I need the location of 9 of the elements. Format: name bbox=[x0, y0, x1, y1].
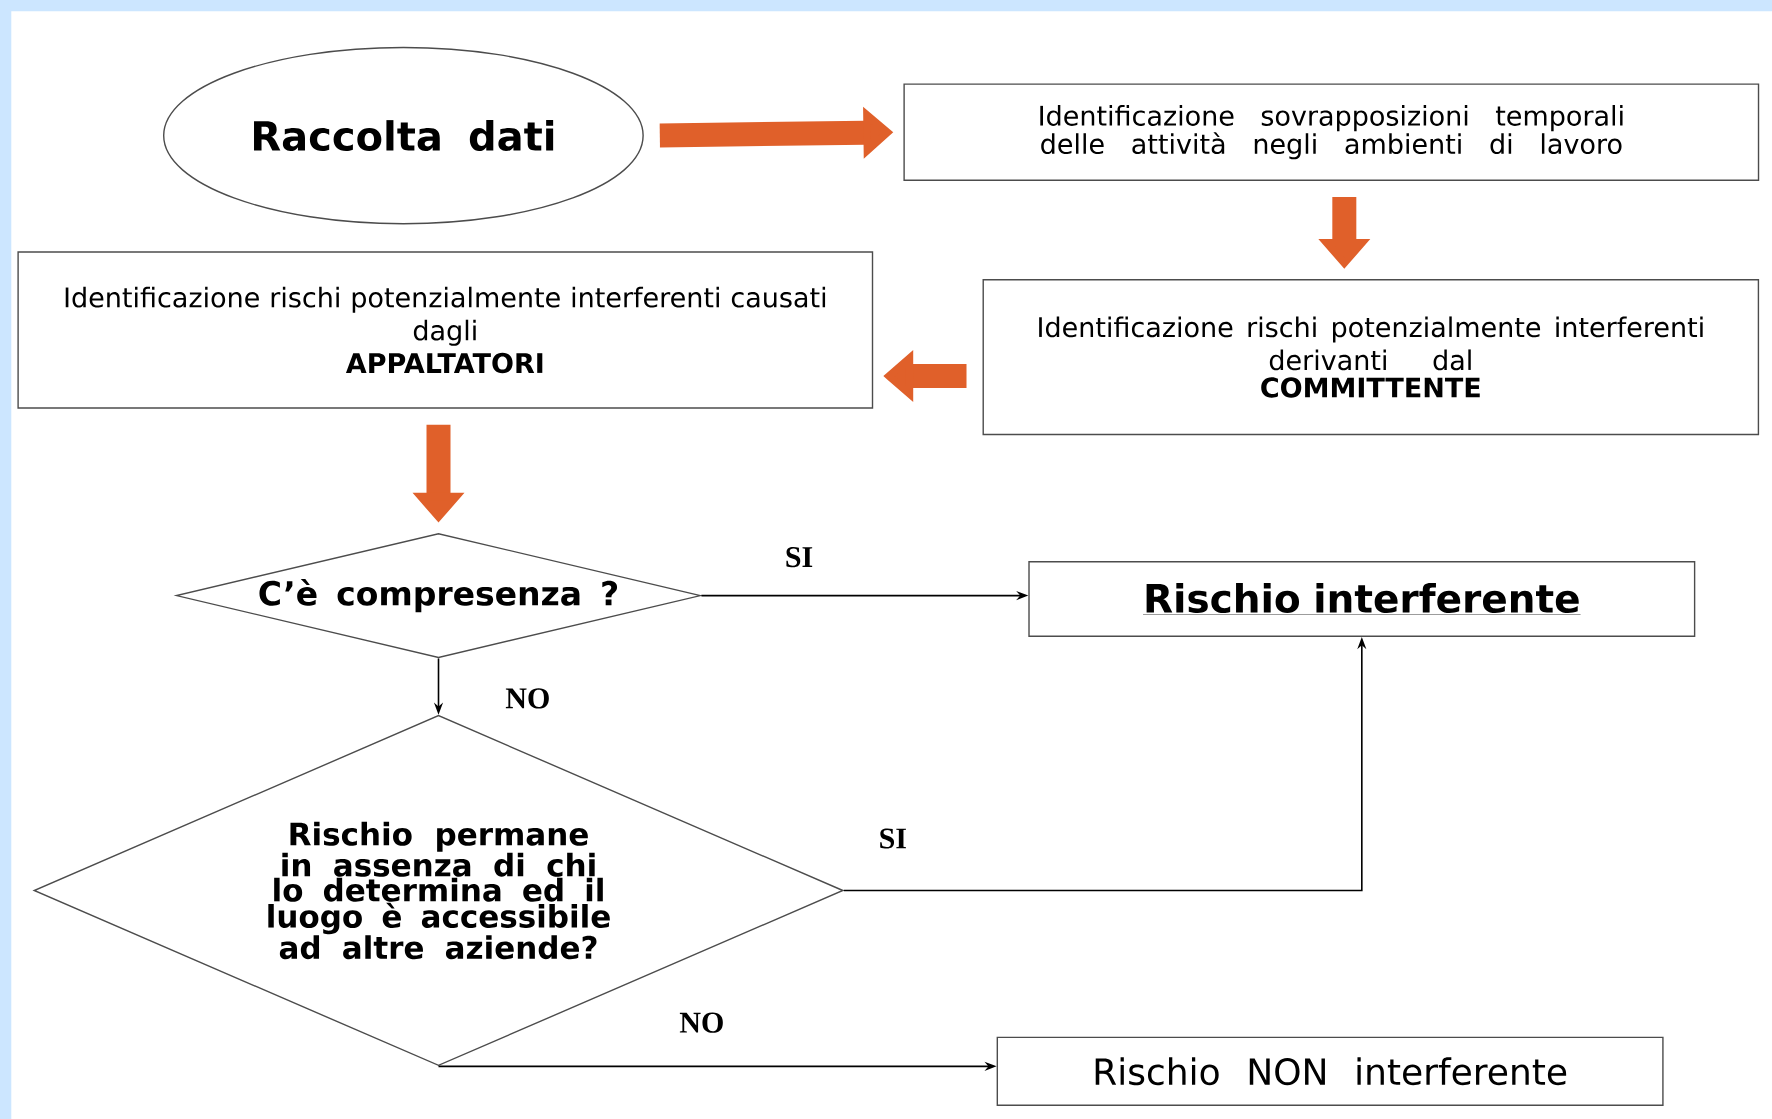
edge-label: NO bbox=[677, 1010, 727, 1035]
process-box: Identificazione rischi potenzialmente interferenti causati dagli APPALTATORI bbox=[17, 251, 874, 409]
process-box: Identificazione sovrapposizioni temporali delle attività negli ambienti di lavoro bbox=[903, 83, 1760, 181]
edge-label: SI bbox=[876, 826, 909, 851]
edge-label: SI bbox=[782, 545, 816, 570]
process-box: Rischio NON interferente bbox=[996, 1036, 1664, 1106]
process-box: Identificazione rischi potenzialmente interferenti derivanti dal COMMITTENTE bbox=[982, 279, 1760, 436]
edge-label: NO bbox=[503, 686, 553, 711]
process-box: Rischio interferente bbox=[1028, 561, 1696, 637]
